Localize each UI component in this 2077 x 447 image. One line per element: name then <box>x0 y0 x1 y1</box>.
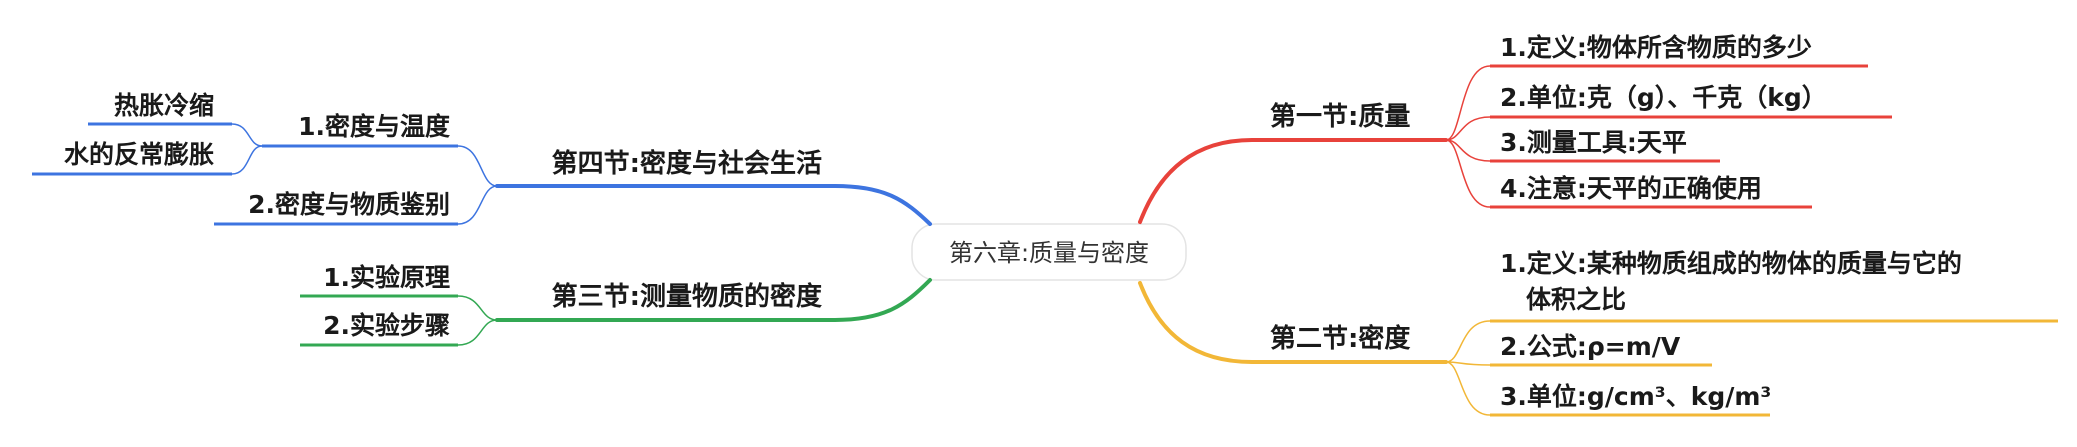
label-density-identification: 2.密度与物质鉴别 <box>248 190 450 219</box>
section-title-measure-density: 第三节:测量物质的密度 <box>552 281 822 312</box>
sub-topic-mass-tool[interactable]: 3.测量工具:天平 <box>1490 128 1720 163</box>
sub-topic-density-formula[interactable]: 2.公式:ρ=m/V <box>1490 332 1712 367</box>
branch-section-3 <box>495 278 932 322</box>
connectors-density-society <box>457 145 498 225</box>
connectors-temperature <box>231 123 263 175</box>
label-water-anomalous-expansion: 水的反常膨胀 <box>64 140 214 169</box>
label-mass-definition: 1.定义:物体所含物质的多少 <box>1500 33 1812 62</box>
sub-topic-density-unit[interactable]: 3.单位:g/cm³、kg/m³ <box>1490 382 1771 417</box>
label-mass-tool: 3.测量工具:天平 <box>1500 128 1687 157</box>
label-density-unit: 3.单位:g/cm³、kg/m³ <box>1500 382 1771 411</box>
central-topic-label: 第六章:质量与密度 <box>949 239 1149 267</box>
label-mass-unit: 2.单位:克（g）、千克（kg） <box>1500 83 1827 112</box>
central-topic-box <box>911 223 1187 281</box>
branch-section-2 <box>1138 281 1448 364</box>
sub-topic-mass-note[interactable]: 4.注意:天平的正确使用 <box>1490 174 1812 209</box>
label-density-temperature: 1.密度与温度 <box>298 112 450 141</box>
section-node-density[interactable]: 第二节:密度 <box>1270 323 1410 354</box>
section-node-density-society[interactable]: 第四节:密度与社会生活 <box>552 148 822 179</box>
label-mass-note: 4.注意:天平的正确使用 <box>1500 174 1762 203</box>
label-density-definition-line2: 体积之比 <box>1526 285 1626 314</box>
sub-topic-experiment-steps[interactable]: 2.实验步骤 <box>300 311 458 347</box>
central-topic-node[interactable]: 第六章:质量与密度 <box>911 223 1187 281</box>
connectors-density <box>1445 320 1491 416</box>
sub-topic-density-identification[interactable]: 2.密度与物质鉴别 <box>214 190 458 226</box>
label-density-definition-line1: 1.定义:某种物质组成的物体的质量与它的 <box>1500 249 1962 278</box>
section-node-measure-density[interactable]: 第三节:测量物质的密度 <box>552 281 822 312</box>
sub-topic-experiment-principle[interactable]: 1.实验原理 <box>300 263 458 298</box>
sub-topic-density-temperature[interactable]: 1.密度与温度 <box>262 112 458 148</box>
section-node-mass[interactable]: 第一节:质量 <box>1270 101 1410 132</box>
section-title-mass: 第一节:质量 <box>1270 101 1410 132</box>
connectors-measure-density <box>457 295 498 346</box>
sub-topic-mass-definition[interactable]: 1.定义:物体所含物质的多少 <box>1490 33 1868 68</box>
leaf-water-anomalous-expansion[interactable]: 水的反常膨胀 <box>32 140 232 176</box>
connectors-mass <box>1445 65 1491 208</box>
label-density-formula: 2.公式:ρ=m/V <box>1500 332 1681 361</box>
branch-section-4 <box>495 184 932 226</box>
leaf-thermal-expansion[interactable]: 热胀冷缩 <box>88 91 232 126</box>
sub-topic-mass-unit[interactable]: 2.单位:克（g）、千克（kg） <box>1490 83 1892 119</box>
branch-section-1 <box>1138 138 1448 224</box>
label-thermal-expansion: 热胀冷缩 <box>114 91 214 120</box>
label-experiment-principle: 1.实验原理 <box>323 263 450 292</box>
section-title-density-society: 第四节:密度与社会生活 <box>552 148 822 179</box>
section-title-density: 第二节:密度 <box>1270 323 1410 354</box>
label-experiment-steps: 2.实验步骤 <box>323 311 450 340</box>
sub-topic-density-definition[interactable]: 1.定义:某种物质组成的物体的质量与它的 体积之比 <box>1490 249 2058 323</box>
